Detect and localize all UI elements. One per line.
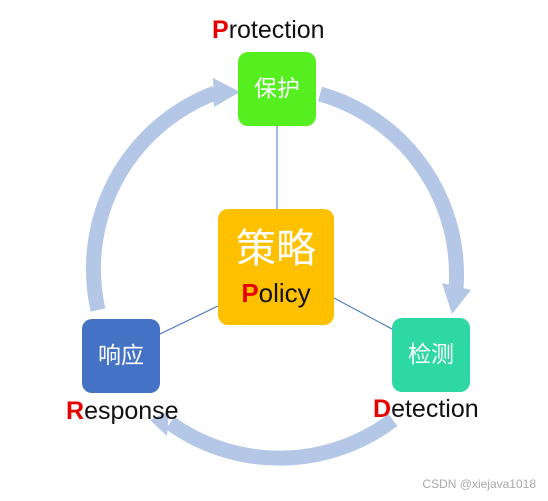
response-node-label: 响应 xyxy=(98,342,144,369)
protection-caption-initial: P xyxy=(212,16,229,44)
response-caption-initial: R xyxy=(66,397,85,425)
detection-node: 检测 xyxy=(392,318,470,392)
policy-caption: Policy xyxy=(241,278,310,309)
detection-caption-rest: etection xyxy=(391,395,479,423)
response-node: 响应 xyxy=(82,319,160,393)
connector-policy-detection xyxy=(333,297,393,330)
arrowhead-protection xyxy=(213,78,240,107)
cycle-arrows xyxy=(85,85,465,466)
connector-policy-response xyxy=(159,305,219,335)
arrowhead-response xyxy=(150,411,169,436)
response-caption-rest: esponse xyxy=(84,397,179,425)
protection-caption: Protection xyxy=(212,18,325,43)
protection-node-label: 保护 xyxy=(254,75,300,102)
protection-node: 保护 xyxy=(238,52,316,126)
policy-caption-initial: P xyxy=(241,278,259,308)
response-caption: Response xyxy=(66,399,179,424)
detection-caption: Detection xyxy=(373,397,479,422)
arrowhead-detection xyxy=(442,283,471,314)
policy-node: 策略 Policy xyxy=(218,209,334,325)
detection-caption-initial: D xyxy=(373,395,392,423)
arrow-response-to-protection xyxy=(85,85,218,312)
watermark: CSDN @xiejava1018 xyxy=(422,477,536,491)
arrow-detection-to-response xyxy=(165,414,398,466)
policy-caption-rest: olicy xyxy=(258,278,311,308)
arrow-protection-to-detection xyxy=(317,86,465,290)
policy-node-label: 策略 xyxy=(236,226,316,272)
detection-node-label: 检测 xyxy=(408,341,454,368)
protection-caption-rest: rotection xyxy=(228,16,325,44)
